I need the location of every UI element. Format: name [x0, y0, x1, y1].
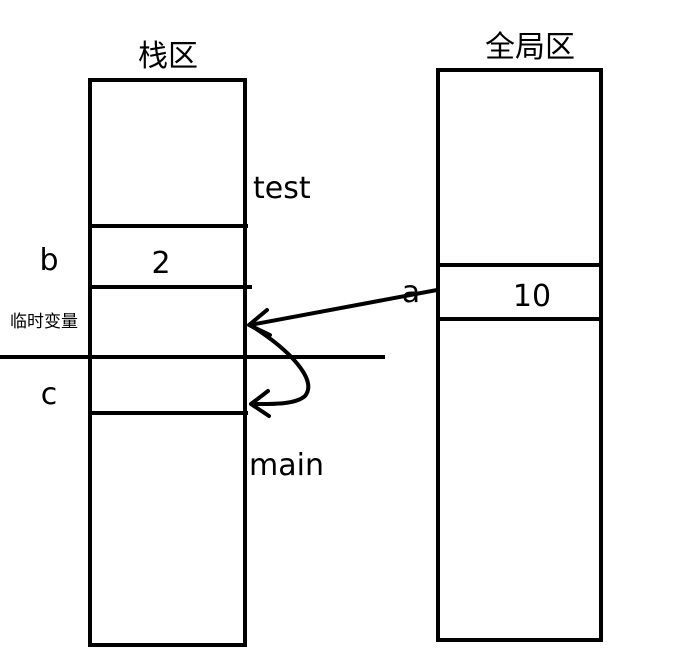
var-b-name: b [39, 243, 58, 278]
stack-box [88, 78, 247, 647]
var-a-name: a [402, 275, 420, 310]
frame-test-label: test [253, 171, 311, 206]
global-box [436, 68, 603, 642]
var-b-value: 2 [151, 246, 170, 281]
arrow-temp-to-c [248, 323, 311, 407]
arrow-a-to-temp [248, 288, 439, 327]
stack-title: 栈区 [138, 39, 198, 74]
temp-variable-label: 临时变量 [10, 312, 78, 332]
frame-main-label: main [249, 448, 324, 483]
var-c-name: c [41, 377, 58, 412]
global-title: 全局区 [485, 30, 575, 65]
var-a-value: 10 [513, 279, 551, 314]
arrow-temp-to-c-head [249, 389, 271, 418]
